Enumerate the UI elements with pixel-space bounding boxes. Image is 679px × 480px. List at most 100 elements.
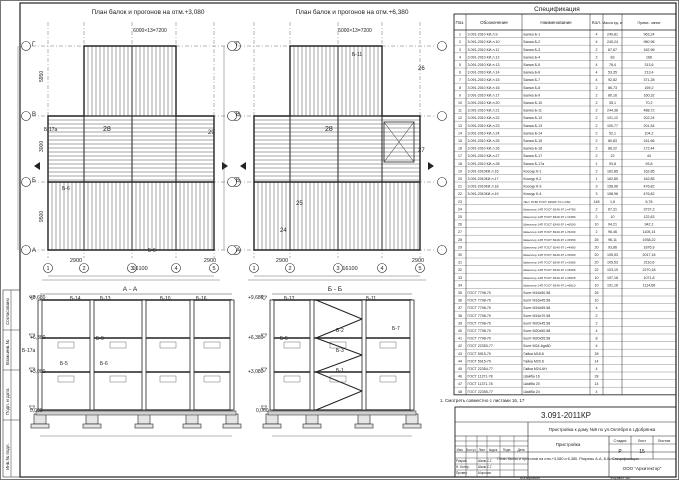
section-beam-tag xyxy=(57,341,75,349)
spec-cell: ГОСТ 7798-70 xyxy=(468,337,491,341)
spec-cell: 122,63 xyxy=(644,215,655,219)
aa-beam-b16: Б-16 xyxy=(196,296,207,302)
spec-cell: 83 xyxy=(611,55,615,59)
spec-cell: 2017,16 xyxy=(643,253,656,257)
spec-cell: Швеллер 14П ГОСТ 8240-97 L=2380 xyxy=(524,215,576,219)
section-foundation xyxy=(262,423,282,429)
spec-cell: 33 xyxy=(458,276,462,280)
spec-cell: 37 xyxy=(458,306,462,310)
bb-elev-9680: +9,680 xyxy=(248,295,264,301)
spec-cell: 12 xyxy=(458,116,462,120)
aa-beam-b14: Б-14 xyxy=(70,296,81,302)
spec-cell: 92,82 xyxy=(608,78,617,82)
plan-2-title: План балок и прогонов на отм.+6,380 xyxy=(295,8,408,16)
spec-cell: Балка Б-2 xyxy=(524,40,541,44)
section-foundation xyxy=(357,413,371,425)
spec-cell: 3 xyxy=(459,48,461,52)
axis-label-v-2: В xyxy=(236,112,240,118)
spec-cell: ГОСТ 7798-70 xyxy=(468,291,491,295)
spec-cell: 7 xyxy=(459,78,461,82)
spec-title: Спецификация xyxy=(534,6,580,13)
section-aa-labels: +9,680 +6,380 +3,080 0,000 Б-14 Б-13 Б-1… xyxy=(22,295,207,414)
side-stamp-inv: Инв.№ подл. xyxy=(5,443,10,470)
spec-cell: 2 xyxy=(596,154,598,158)
stamp-col-sign: Подп. xyxy=(503,448,512,452)
section-stair-flight xyxy=(315,337,363,356)
side-stamp-sign: Подп. и дата xyxy=(5,388,10,415)
bb-beam-b12: Б-12 xyxy=(284,296,295,302)
spec-cell: 162,85 xyxy=(607,177,618,181)
spec-cell: 67,31 xyxy=(608,207,617,211)
section-foundation xyxy=(354,423,374,429)
spec-cell: Балка Б-14 xyxy=(524,131,543,135)
aa-elev-9680: +9,680 xyxy=(30,295,46,301)
spec-cell: 8 xyxy=(596,337,598,341)
section-foundation xyxy=(305,413,319,425)
spec-cell: Балка Б-12 xyxy=(524,116,543,120)
stamp-role-check: Провер. xyxy=(456,471,468,475)
spec-cell: 1071,8 xyxy=(644,276,655,280)
axis-bubble-h xyxy=(227,41,237,51)
spec-cell: 80,16 xyxy=(608,93,617,97)
spec-cell: 13 xyxy=(458,124,462,128)
spec-cell: 24 xyxy=(458,207,462,211)
bb-beam-b11: Б-11 xyxy=(366,296,376,302)
spec-cell: 11 xyxy=(458,109,462,113)
section-beam-tag xyxy=(379,375,397,383)
plan-1-dim-side-3: 9500 xyxy=(39,211,45,222)
spec-cell: 15 xyxy=(458,139,462,143)
plan-1-mark-b5: Б-5 xyxy=(148,248,156,254)
spec-cell: 93,8 xyxy=(609,162,616,166)
spec-header-cell: Кол. xyxy=(592,20,601,25)
stamp-name-dev: Шаль С.Г. xyxy=(478,459,493,463)
axis-bubble-h xyxy=(21,111,31,121)
spec-cell: 1 xyxy=(596,162,598,166)
stamp-col-izm: Изм. xyxy=(457,448,464,452)
plan-1-dim-left: 2900 xyxy=(70,258,82,264)
axis-label-b-2: Б xyxy=(236,178,240,184)
section-foundation xyxy=(302,423,322,429)
spec-cell: 86,22 xyxy=(608,147,617,151)
section-mark-arrow xyxy=(240,162,246,170)
spec-cell: 18 xyxy=(458,162,462,166)
spec-cell: 10 xyxy=(595,299,599,303)
spec-cell: Балка Б-17а xyxy=(524,162,545,166)
stamp-code: 3.091-2011КР xyxy=(541,411,591,420)
spec-cell: 47 xyxy=(458,382,462,386)
stamp-col-date: Дата xyxy=(517,448,524,452)
stamp-sheet-title: План балок и прогонов на отм.+3,080 и 6,… xyxy=(497,457,638,461)
section-bb-title: Б - Б xyxy=(328,286,342,293)
bb-elev-6380: +6,380 xyxy=(248,335,264,341)
section-beam-tag xyxy=(109,341,127,349)
axis-number: 1 xyxy=(252,266,255,272)
spec-cell: Болт М16х50.58 xyxy=(524,291,551,295)
section-column xyxy=(409,299,415,411)
elev-mark xyxy=(260,333,268,339)
spec-cell: 19 xyxy=(458,169,462,173)
section-foundation xyxy=(85,413,99,425)
spec-cell: 3.091-2010КИ.л.18 xyxy=(468,185,499,189)
spec-cell: 4 xyxy=(459,55,461,59)
spec-cell: 78,4 xyxy=(609,63,616,67)
spec-cell: 93,8 xyxy=(646,162,653,166)
spec-cell: 3.091-2010 КИ.л.24 xyxy=(468,131,500,135)
axis-number: 4 xyxy=(174,266,177,272)
stamp-footer: Копировал xyxy=(520,475,541,480)
spec-cell: Балка Б-9 xyxy=(524,93,541,97)
bb-beam-b2: Б-2 xyxy=(336,328,344,334)
spec-cell: 20 xyxy=(595,261,599,265)
spec-cell: Балка Б-7 xyxy=(524,78,541,82)
stamp-stage-label: Стадия xyxy=(614,439,627,443)
axis-number: 5 xyxy=(418,266,421,272)
spec-cell: 942,1 xyxy=(645,223,654,227)
spec-cell: 3.091-2010 КИ.л.21 xyxy=(468,109,500,113)
axis-label-v: В xyxy=(32,112,36,118)
plan-1-dim-right: 2900 xyxy=(204,258,216,264)
spec-cell: 476,82 xyxy=(644,185,655,189)
axis-bubble xyxy=(43,263,53,273)
spec-cell: ГОСТ 7798-70 xyxy=(468,314,491,318)
spec-cell: 2 xyxy=(596,48,598,52)
spec-cell: 148 xyxy=(594,200,600,204)
spec-cell: 34 xyxy=(458,283,462,287)
